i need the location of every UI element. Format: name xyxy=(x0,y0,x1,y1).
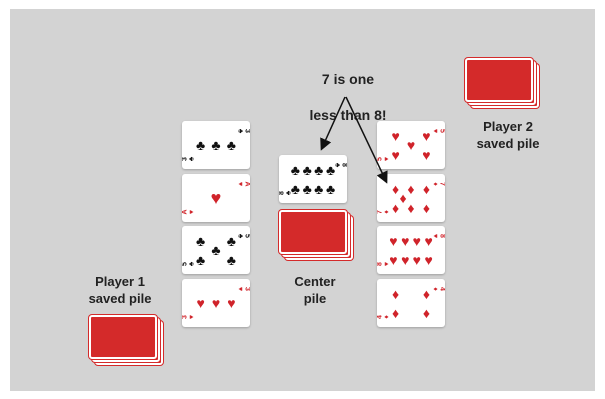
arrow-to-seven-card xyxy=(346,97,386,181)
arrow-to-center-card xyxy=(322,97,345,148)
